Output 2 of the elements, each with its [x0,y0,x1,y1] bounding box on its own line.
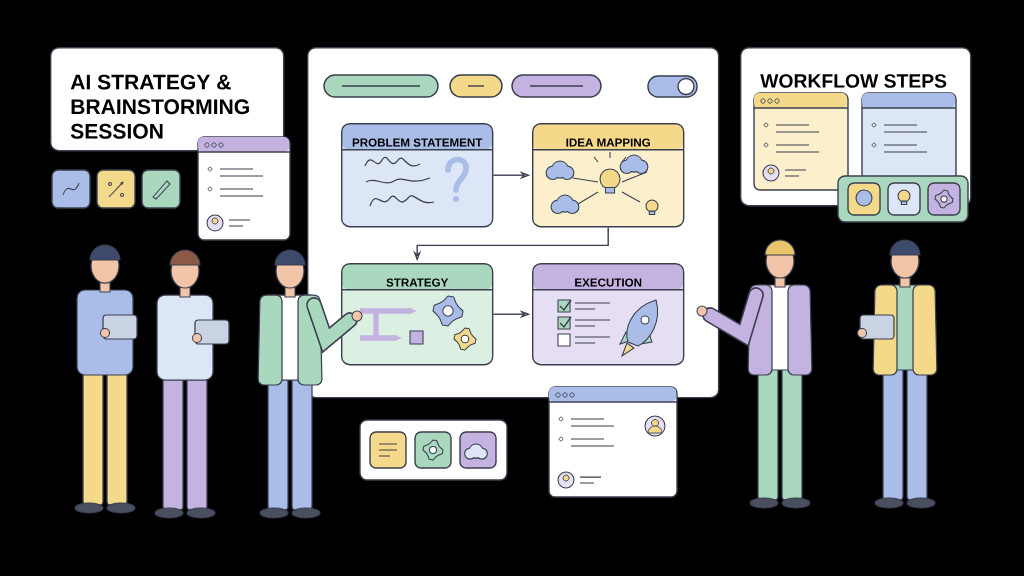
step-card: PROBLEM STATEMENT [341,123,494,228]
title-card: AI STRATEGY & BRAINSTORMING SESSION [50,47,285,152]
